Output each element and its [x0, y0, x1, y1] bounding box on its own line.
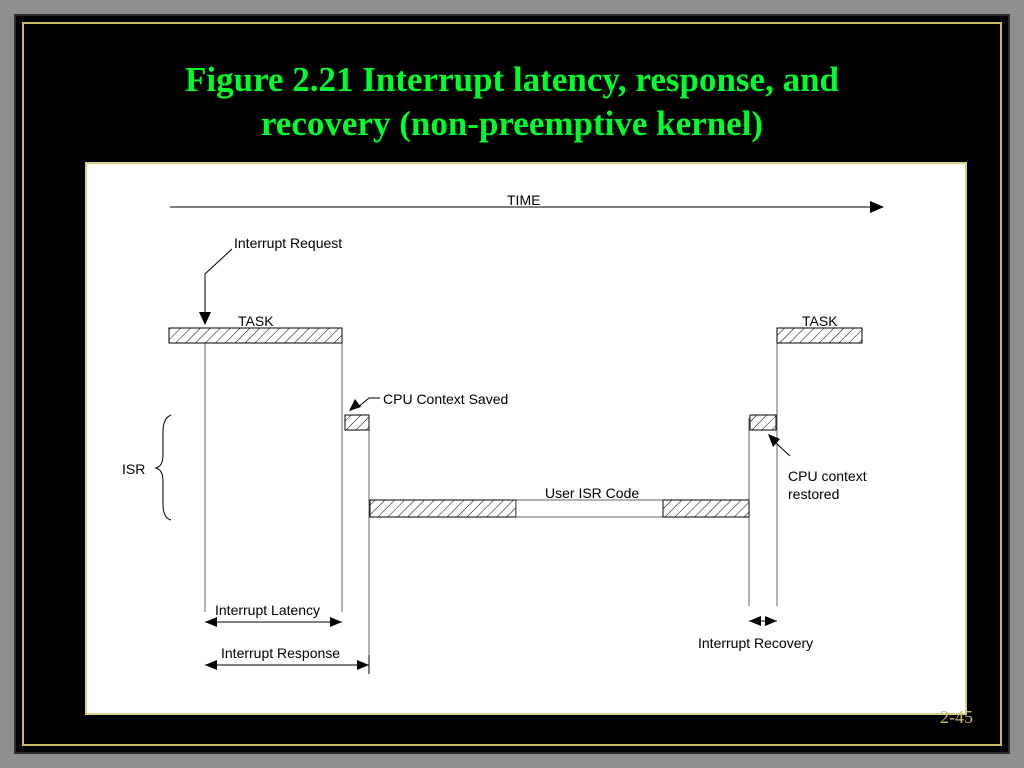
context-saved-arrowhead	[349, 399, 361, 411]
task-label-left: TASK	[238, 313, 274, 329]
page-number: 2-45	[940, 707, 973, 727]
interrupt-response-arrow-start	[205, 660, 217, 670]
user-isr-code-label: User ISR Code	[545, 485, 639, 501]
interrupt-response-arrow-end	[357, 660, 369, 670]
slide-title: Figure 2.21 Interrupt latency, response,…	[0, 58, 1024, 146]
cpu-context-restored-line-1: CPU context	[788, 468, 867, 484]
isr-label: ISR	[122, 461, 145, 477]
time-label: TIME	[507, 192, 540, 208]
slide-inner-frame	[22, 22, 1002, 746]
context-saved-leader	[356, 397, 380, 409]
task-label-right: TASK	[802, 313, 838, 329]
diagram-panel: TIME Interrupt Request TASK TASK CPU Con…	[85, 162, 967, 715]
time-axis-arrowhead	[870, 201, 884, 213]
interrupt-recovery-arrow-start	[749, 616, 761, 626]
interrupt-latency-label: Interrupt Latency	[215, 602, 320, 618]
interrupt-recovery-arrow-end	[765, 616, 777, 626]
slide-title-line-1: Figure 2.21 Interrupt latency, response,…	[185, 60, 839, 99]
isr-hatched-segment-right	[662, 499, 750, 518]
slide-title-line-2: recovery (non-preemptive kernel)	[260, 104, 764, 143]
interrupt-request-leader	[204, 248, 233, 312]
interrupt-latency-arrow-start	[205, 617, 217, 627]
context-restore-block	[749, 414, 777, 431]
interrupt-recovery-label: Interrupt Recovery	[698, 635, 813, 651]
timing-diagram: TIME Interrupt Request TASK TASK CPU Con…	[122, 192, 884, 674]
interrupt-request-label: Interrupt Request	[234, 235, 342, 251]
interrupt-response-label: Interrupt Response	[221, 645, 340, 661]
cpu-context-restored-line-2: restored	[788, 486, 839, 502]
task-bar-left	[168, 327, 343, 344]
isr-brace	[154, 414, 172, 521]
interrupt-latency-arrow-end	[330, 617, 342, 627]
cpu-context-saved-label: CPU Context Saved	[383, 391, 508, 407]
task-bar-right	[776, 327, 863, 344]
context-save-block	[344, 414, 370, 431]
isr-code-segment	[515, 499, 664, 518]
context-restored-arrowhead	[768, 434, 780, 447]
interrupt-request-arrowhead	[199, 312, 211, 325]
isr-hatched-segment-left	[369, 499, 517, 518]
